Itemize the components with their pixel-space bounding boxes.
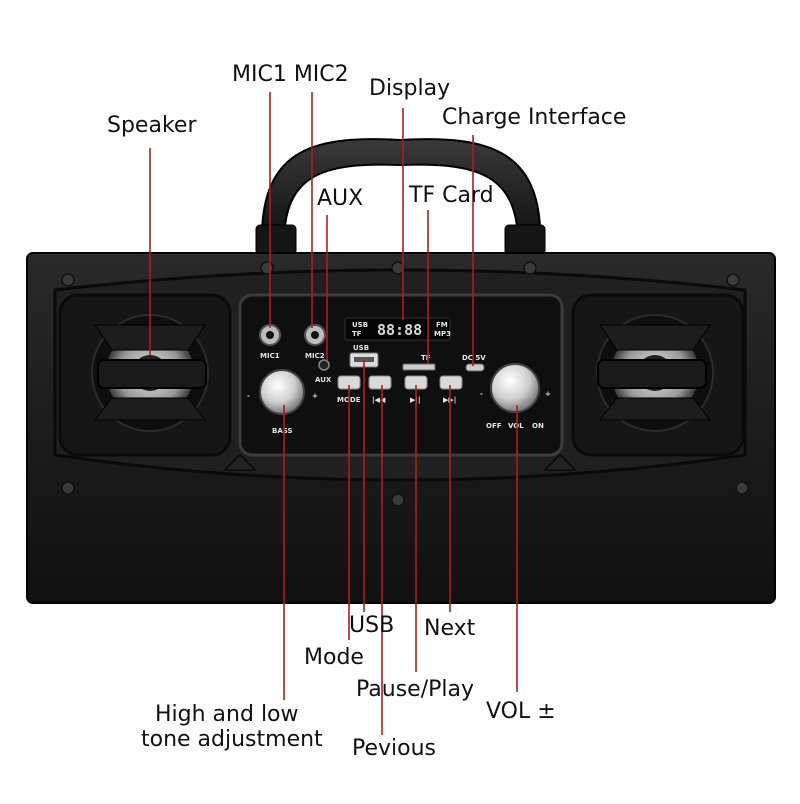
vol-minus-text: - (480, 390, 483, 398)
panel-usb-text: USB (353, 344, 369, 352)
display-usb-text: USB (352, 321, 368, 329)
tf-card-slot[interactable] (402, 363, 436, 371)
label-vol: VOL ± (486, 699, 556, 724)
right-speaker-grille (571, 293, 745, 457)
previous-button[interactable] (368, 375, 392, 390)
dc-charge-port[interactable] (465, 363, 485, 372)
label-tf-card: TF Card (409, 183, 494, 208)
display-fm-text: FM (436, 321, 448, 329)
label-mode: Mode (304, 645, 364, 670)
carry-handle (255, 138, 546, 256)
display-tf-text: TF (352, 330, 362, 338)
label-display: Display (369, 76, 451, 101)
panel-bass-text: BASS (272, 427, 293, 435)
label-aux: AUX (317, 186, 364, 211)
vol-plus-text: + (545, 390, 551, 398)
previous-icon: |◀◀ (372, 396, 386, 405)
panel-tf-text: TF (421, 354, 431, 362)
label-speaker: Speaker (107, 113, 197, 138)
panel-mic1-text: MIC1 (260, 352, 280, 360)
bass-minus-text: - (247, 392, 250, 400)
screw-icons (61, 261, 749, 507)
label-pause-play: Pause/Play (356, 677, 474, 702)
label-usb: USB (349, 613, 395, 638)
label-tone-line1: High and low (155, 702, 299, 727)
display-mp3-text: MP3 (434, 330, 451, 338)
panel-vol-text: VOL (508, 422, 524, 430)
label-mic1-mic2: MIC1 MIC2 (232, 62, 349, 87)
panel-aux-text: AUX (315, 376, 332, 384)
leader-lines (149, 92, 518, 735)
label-charge-interface: Charge Interface (442, 105, 627, 130)
control-panel: MIC1 MIC2 AUX 88:88 USB TF FM MP3 USB TF… (238, 293, 564, 457)
label-next: Next (424, 616, 476, 641)
panel-off-text: OFF (486, 422, 502, 430)
bass-plus-text: + (312, 392, 318, 400)
display-digits: 88:88 (377, 321, 422, 339)
label-tone-line2: tone adjustment (141, 727, 323, 752)
bass-knob[interactable] (259, 369, 305, 415)
panel-dc-text: DC 5V (462, 354, 486, 362)
led-display (344, 317, 451, 341)
next-button[interactable] (439, 375, 463, 390)
volume-knob[interactable] (490, 363, 540, 413)
left-speaker-grille (58, 293, 232, 457)
label-previous: Pevious (352, 736, 437, 761)
panel-on-text: ON (532, 422, 544, 430)
panel-mic2-text: MIC2 (305, 352, 325, 360)
aux-jack[interactable] (318, 359, 330, 371)
